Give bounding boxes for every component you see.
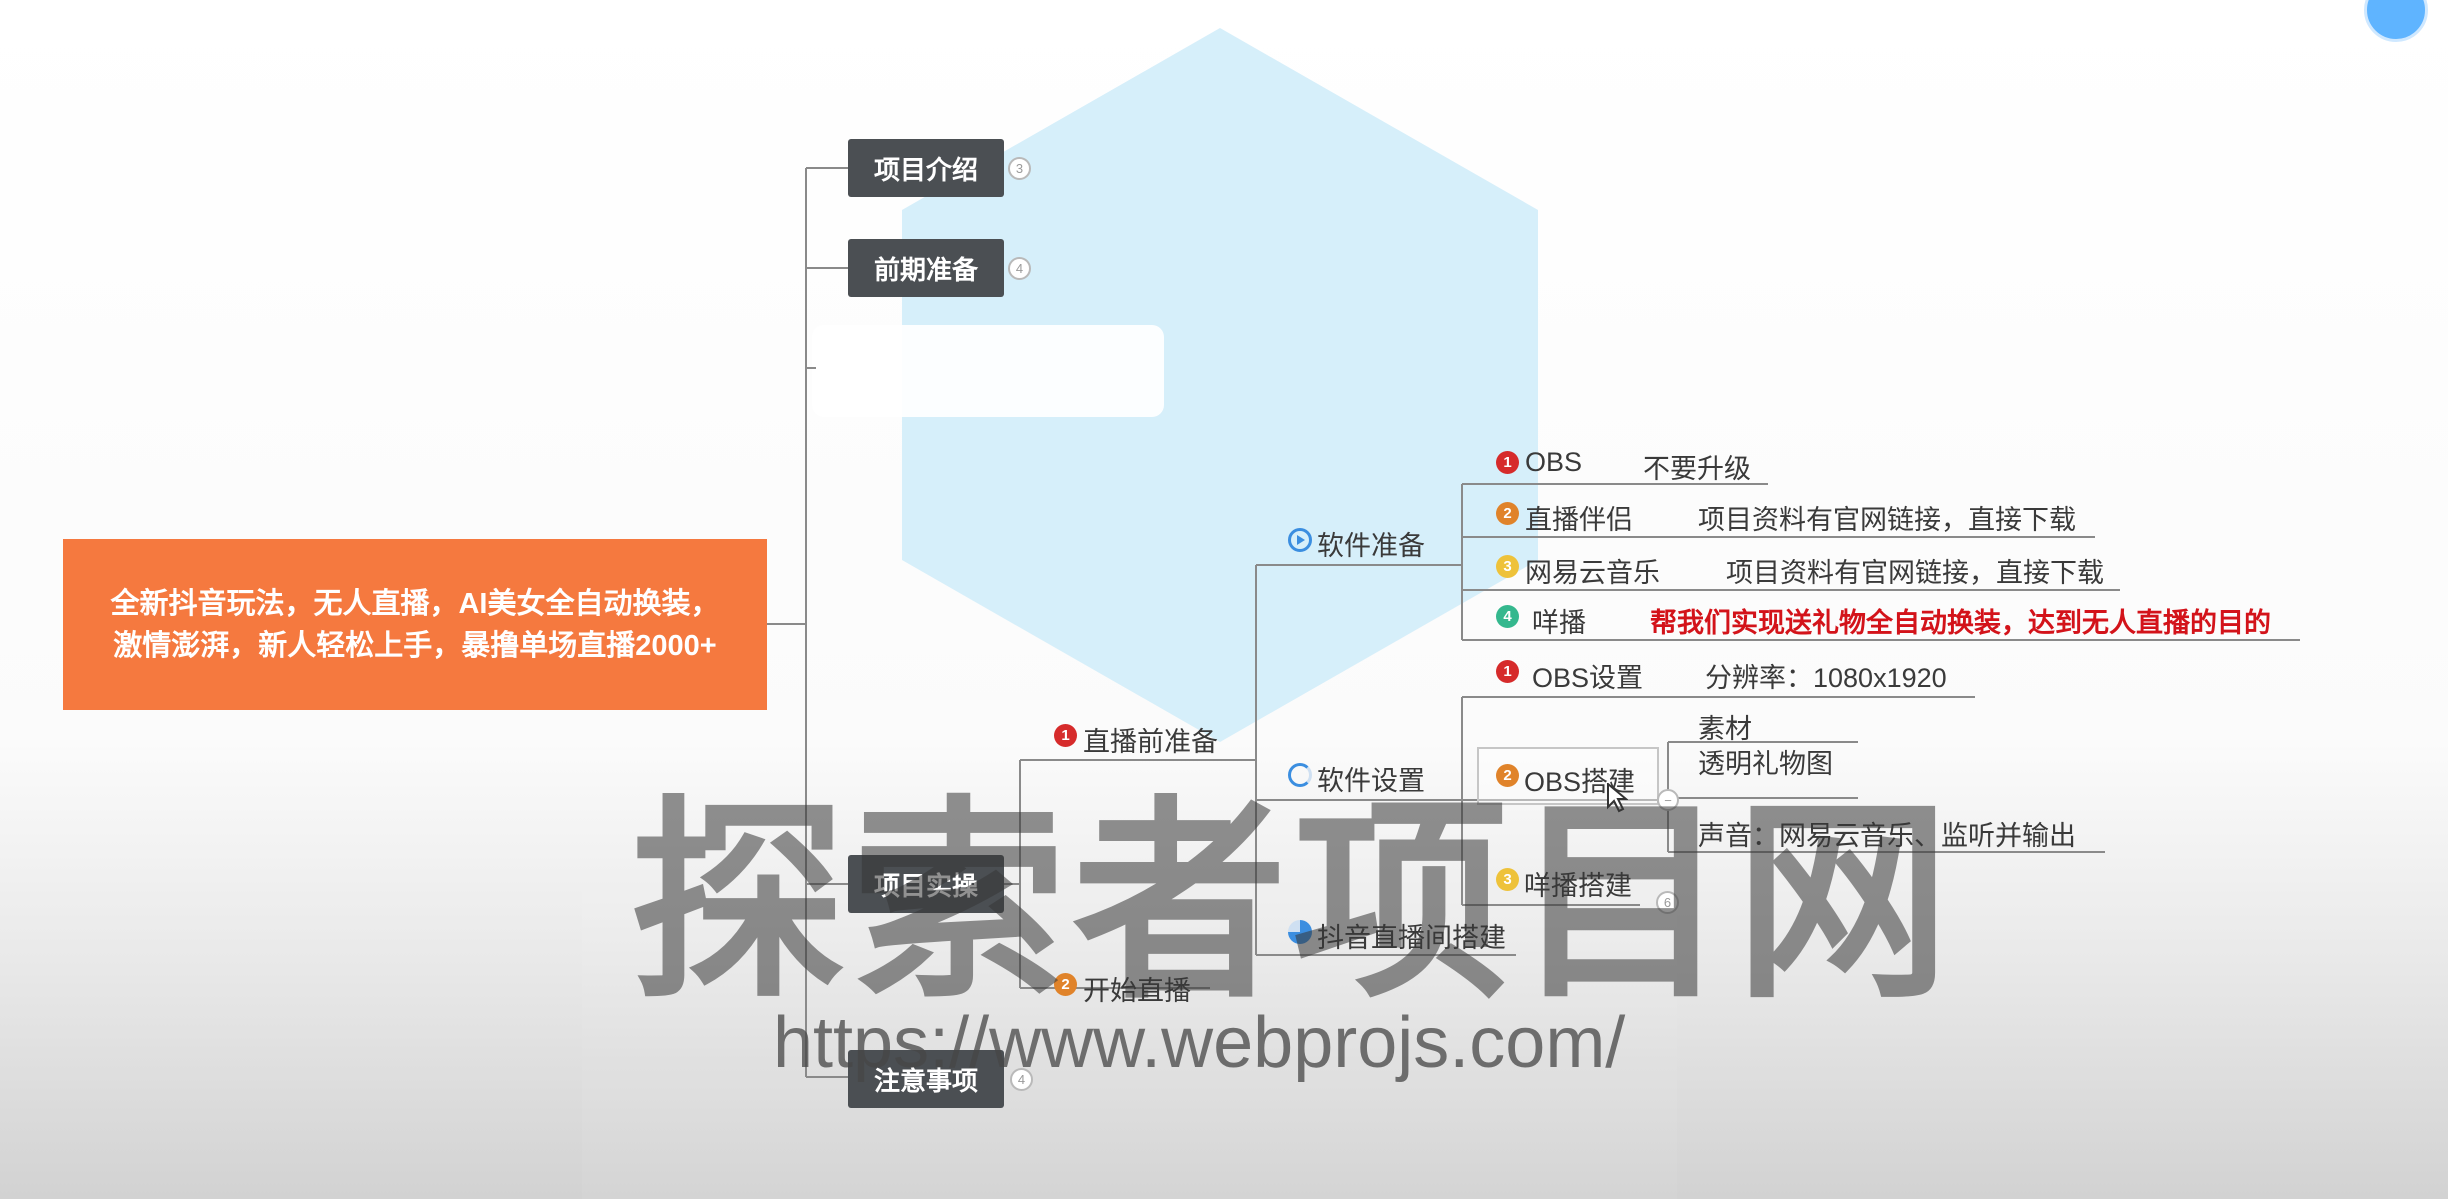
collapse-count-badge[interactable]: 4 (1010, 1068, 1033, 1091)
item-obs-note: 不要升级 (1643, 454, 1751, 484)
priority-1-icon: 1 (1496, 660, 1519, 683)
item-live-companion[interactable]: 直播伴侣 (1525, 505, 1633, 535)
node-software-setup[interactable]: 软件设置 (1317, 766, 1425, 796)
node-start-live[interactable]: 开始直播 (1083, 976, 1191, 1006)
branch-practice[interactable]: 项目实操 (848, 855, 1004, 913)
sub-audio[interactable]: 声音：网易云音乐、监听并输出 (1698, 821, 2076, 851)
priority-2-icon: 2 (1054, 973, 1077, 996)
pie-icon (1288, 920, 1312, 944)
item-miebo[interactable]: 咩播 (1532, 608, 1586, 638)
priority-2-icon: 2 (1496, 764, 1519, 787)
node-software-prep[interactable]: 软件准备 (1317, 531, 1425, 561)
watermark-title: 探索者项目网 (630, 782, 1956, 1023)
sub-transparent-gift[interactable]: 透明礼物图 (1698, 749, 1833, 779)
collapse-count-badge[interactable]: 6 (1656, 891, 1679, 914)
collapse-count-badge[interactable]: 3 (1008, 157, 1031, 180)
sub-material[interactable]: 素材 (1698, 714, 1752, 744)
branch-prep[interactable]: 前期准备 (848, 239, 1004, 297)
priority-3-icon: 3 (1496, 868, 1519, 891)
priority-3-icon: 3 (1496, 555, 1519, 578)
item-obs-settings[interactable]: OBS设置 (1532, 663, 1644, 693)
watermark-url: https://www.webprojs.com/ (773, 1003, 1626, 1083)
item-obs[interactable]: OBS (1525, 447, 1583, 477)
priority-1-icon: 1 (1054, 724, 1077, 747)
item-miebo-note: 帮我们实现送礼物全自动换装，达到无人直播的目的 (1650, 608, 2271, 638)
item-obs-settings-note: 分辨率：1080x1920 (1705, 663, 1947, 693)
collapse-count-badge[interactable]: 4 (1008, 257, 1031, 280)
node-pre-live[interactable]: 直播前准备 (1083, 727, 1218, 757)
mouse-cursor-icon (1607, 783, 1628, 813)
play-circle-icon (1288, 528, 1312, 552)
item-miebo-build[interactable]: 咩播搭建 (1524, 871, 1632, 901)
branch-notes[interactable]: 注意事项 (848, 1050, 1004, 1108)
refresh-icon (1288, 763, 1312, 787)
branch-intro[interactable]: 项目介绍 (848, 139, 1004, 197)
priority-4-icon: 4 (1496, 605, 1519, 628)
item-live-companion-note: 项目资料有官网链接，直接下载 (1698, 505, 2076, 535)
item-netease-music[interactable]: 网易云音乐 (1525, 558, 1660, 588)
item-netease-music-note: 项目资料有官网链接，直接下载 (1726, 558, 2104, 588)
root-topic[interactable]: 全新抖音玩法，无人直播，AI美女全自动换装，激情澎湃，新人轻松上手，暴撸单场直播… (63, 539, 767, 710)
node-douyin-room[interactable]: 抖音直播间搭建 (1317, 923, 1506, 953)
priority-1-icon: 1 (1496, 451, 1519, 474)
priority-2-icon: 2 (1496, 502, 1519, 525)
minus-circle-icon[interactable]: − (1657, 789, 1679, 811)
